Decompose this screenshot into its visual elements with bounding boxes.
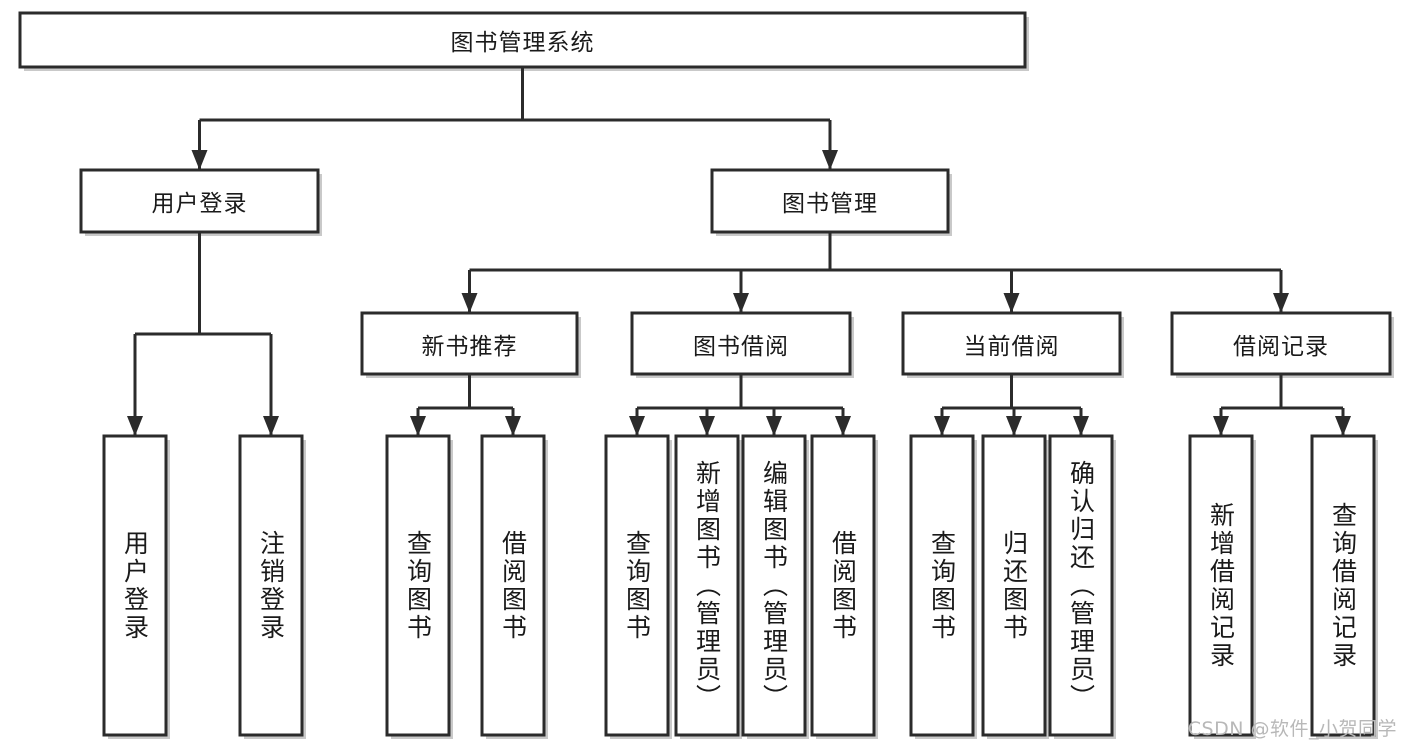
user-login-action-box[interactable] (102, 434, 168, 737)
borrow-book-2-box[interactable] (810, 434, 876, 737)
book-management-box[interactable] (710, 168, 950, 234)
new-book-recommend-box[interactable] (360, 311, 579, 376)
user-login-drop-0-arrowhead (127, 416, 143, 436)
query-book-2-box[interactable] (604, 434, 670, 737)
add-borrow-record-box[interactable] (1188, 434, 1254, 737)
new-book-recommend-drop-1-arrowhead (505, 416, 521, 436)
root-drop-1-arrowhead (822, 150, 838, 170)
book-borrow-box[interactable] (630, 311, 852, 376)
borrow-book-1-box[interactable] (480, 434, 546, 737)
borrow-records-drop-0-arrowhead (1213, 416, 1229, 436)
book-borrow-drop-3-arrowhead (835, 416, 851, 436)
current-borrow-box[interactable] (901, 311, 1122, 376)
watermark-text: CSDN @软件_小贺同学 (1187, 718, 1397, 740)
user-logout-action-box[interactable] (238, 434, 304, 737)
book-management-drop-2-arrowhead (1003, 293, 1020, 313)
book-borrow-drop-0-arrowhead (629, 416, 645, 436)
query-borrow-record-box[interactable] (1310, 434, 1376, 737)
root-box[interactable] (18, 11, 1027, 69)
book-borrow-drop-2-arrowhead (766, 416, 782, 436)
root-drop-0-arrowhead (191, 150, 208, 170)
query-book-3-box[interactable] (909, 434, 975, 737)
current-borrow-drop-2-arrowhead (1073, 416, 1089, 436)
edit-book-admin-box[interactable] (741, 434, 807, 737)
borrow-records-drop-1-arrowhead (1335, 416, 1351, 436)
book-management-drop-1-arrowhead (733, 293, 749, 313)
add-book-admin-box[interactable] (674, 434, 740, 737)
user-login-box[interactable] (79, 168, 320, 234)
book-management-drop-0-arrowhead (461, 293, 478, 313)
return-book-box[interactable] (981, 434, 1047, 737)
book-borrow-drop-1-arrowhead (699, 416, 715, 436)
query-book-1-box[interactable] (385, 434, 451, 737)
confirm-return-admin-box[interactable] (1048, 434, 1114, 737)
current-borrow-drop-1-arrowhead (1006, 416, 1022, 436)
user-login-drop-1-arrowhead (263, 416, 279, 436)
new-book-recommend-drop-0-arrowhead (410, 416, 426, 436)
borrow-records-box[interactable] (1170, 311, 1392, 376)
book-management-drop-3-arrowhead (1273, 293, 1289, 313)
current-borrow-drop-0-arrowhead (934, 416, 950, 436)
